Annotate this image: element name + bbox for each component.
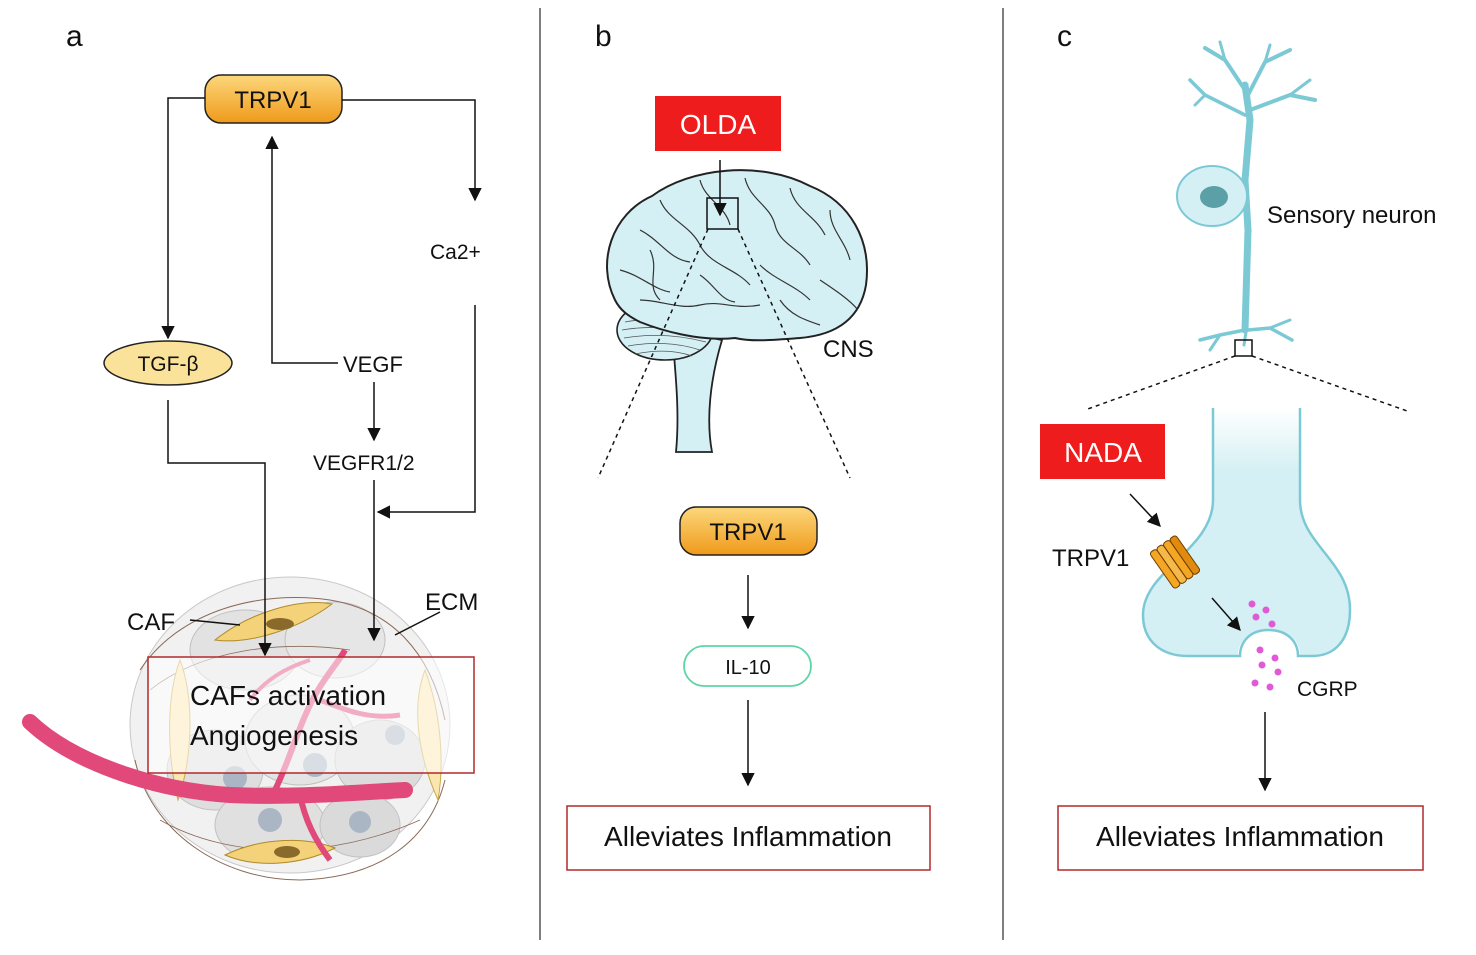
trpv1-node-b [679, 506, 818, 556]
brain-illustration [606, 169, 868, 453]
ca-label: Ca2+ [430, 241, 481, 264]
il10-label: IL-10 [725, 657, 771, 679]
olda-label: OLDA [680, 109, 757, 140]
outcome-box-c [1057, 805, 1424, 871]
trpv1-label-a: TRPV1 [234, 87, 311, 114]
panel-c-label: c [1057, 20, 1072, 53]
trpv1-node-a [204, 74, 343, 124]
outcome-box-a [147, 656, 475, 774]
panel-c-arrows [1084, 355, 1411, 792]
panel-b: b [566, 20, 931, 871]
neuron-illustration [1188, 40, 1317, 352]
zoom-line-left-c [1084, 355, 1236, 411]
panel-c: c Sensory neuron [1040, 20, 1436, 871]
trpv1-label-b: TRPV1 [709, 519, 786, 546]
arrow-ca-to-vegfr-path [376, 305, 476, 519]
outcome-a-line1: CAFs activation [190, 680, 386, 711]
olda-box [655, 96, 781, 151]
tgf-beta-label: TGF-β [137, 353, 198, 376]
zoom-box-c [1234, 339, 1253, 357]
il10-node [683, 645, 812, 687]
neuron-nucleus [1200, 186, 1228, 208]
vegf-label: VEGF [343, 352, 403, 377]
panel-b-arrows [597, 160, 851, 787]
arrow-tgf-to-outcome [167, 400, 272, 657]
cgrp-label: CGRP [1297, 678, 1358, 701]
arrow-trpv1-to-tgf [161, 97, 205, 340]
zoom-line-right-c [1251, 355, 1411, 413]
vegfr-label: VEGFR1/2 [313, 452, 415, 475]
panel-a: a [22, 20, 482, 881]
panel-b-label: b [595, 20, 612, 53]
arrow-trpv1-to-ca [342, 99, 482, 202]
arrow-release-cgrp [1211, 597, 1241, 632]
trpv1-channel-icon [1149, 535, 1201, 589]
zoom-line-left-b [597, 228, 709, 479]
arrow-nada-to-trpv1 [1129, 493, 1161, 527]
outcome-b-label: Alleviates Inflammation [604, 821, 892, 852]
nerve-terminal [1143, 408, 1350, 656]
ecm-pointer [394, 611, 441, 636]
cns-label: CNS [823, 336, 874, 363]
nada-label: NADA [1064, 437, 1142, 468]
arrow-vegf-to-trpv1 [265, 135, 338, 364]
cgrp-dots [1248, 600, 1282, 691]
outcome-box-b [566, 805, 931, 871]
caf-label: CAF [127, 609, 175, 636]
nerve-terminal-outline [1141, 408, 1352, 658]
caf-pointer [189, 619, 241, 626]
panel-a-arrows [161, 97, 482, 657]
tgf-beta-node [103, 340, 233, 386]
sensory-neuron-label: Sensory neuron [1267, 202, 1436, 229]
nada-box [1040, 424, 1165, 479]
ecm-label: ECM [425, 589, 478, 616]
panel-a-label: a [66, 20, 83, 53]
outcome-a-line2: Angiogenesis [190, 720, 358, 751]
outcome-c-label: Alleviates Inflammation [1096, 821, 1384, 852]
zoom-line-right-b [737, 228, 851, 479]
trpv1-label-c: TRPV1 [1052, 545, 1129, 572]
